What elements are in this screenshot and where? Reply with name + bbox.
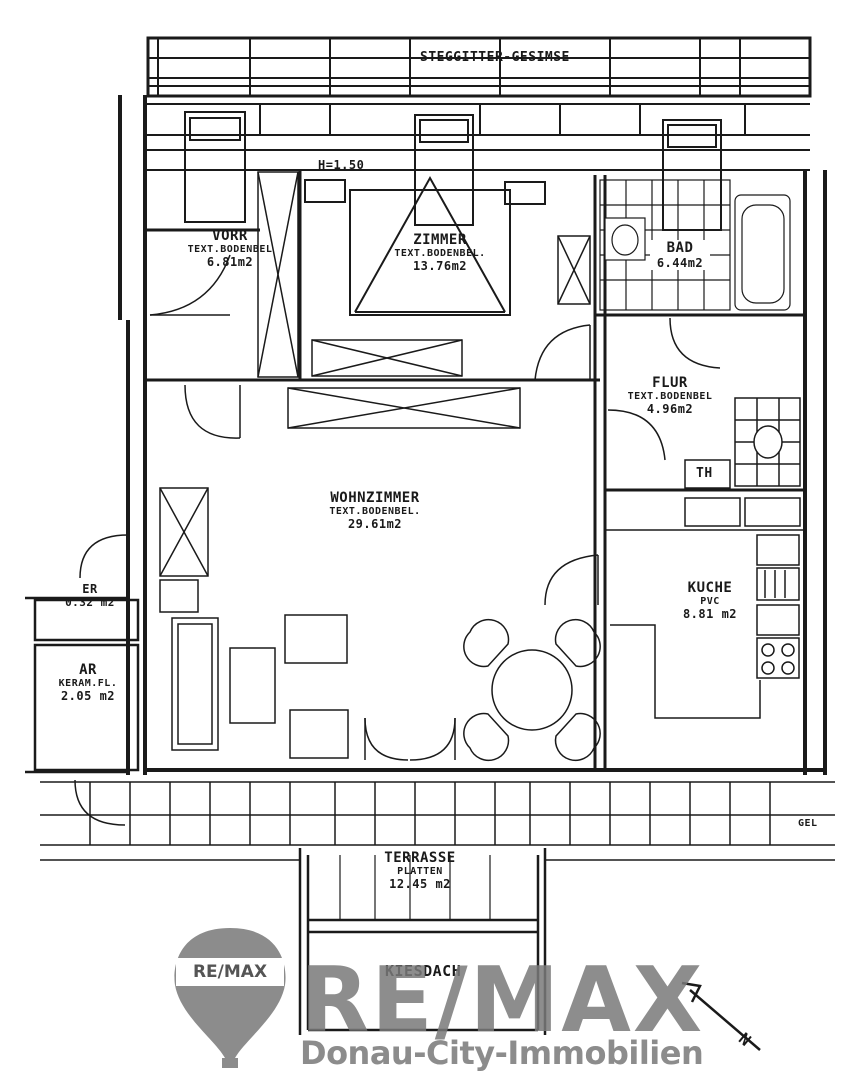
room-bad: BAD 6.44m2 xyxy=(650,240,710,270)
room-er: ER 0.32 m2 xyxy=(50,582,130,609)
interior-walls xyxy=(145,170,805,770)
remax-wordmark: RE/MAX xyxy=(300,948,705,1053)
room-area: 0.32 m2 xyxy=(65,596,115,609)
wardrobe-boxes xyxy=(159,171,591,577)
room-kueche: KUCHE PVC 8.81 m2 xyxy=(665,580,755,621)
storage-rooms xyxy=(25,596,140,774)
living-furniture xyxy=(159,579,601,762)
room-floor: TEXT.BODENBEL. xyxy=(329,506,421,517)
room-terrasse: TERRASSE PLATTEN 12.45 m2 xyxy=(350,850,490,891)
skylight-zimmer xyxy=(414,114,474,226)
room-area: 2.05 m2 xyxy=(60,689,116,703)
doors xyxy=(74,254,721,826)
fixture-label: TH xyxy=(696,466,713,481)
room-area: 12.45 m2 xyxy=(389,877,451,891)
room-area: 4.96m2 xyxy=(646,402,694,416)
room-area: 29.61m2 xyxy=(347,517,403,531)
terrace-band xyxy=(40,781,835,861)
corner-note: GEL xyxy=(798,818,818,829)
room-name: FLUR xyxy=(652,375,688,391)
terrace-extension xyxy=(298,848,547,1035)
room-floor: TEXT.BODENBEL. xyxy=(394,248,486,259)
dimension-label: H=1.50 xyxy=(318,158,365,172)
north-arrow-icon xyxy=(681,981,761,1051)
room-name: TERRASSE xyxy=(384,850,456,866)
room-vorr: VORR TEXT.BODENBEL 6.81m2 xyxy=(165,228,295,269)
outer-walls xyxy=(118,95,827,775)
top-roof-label: STEGGITTER-GESIMSE xyxy=(420,50,570,65)
skylight-bad xyxy=(662,119,722,231)
room-area: 6.81m2 xyxy=(206,255,254,269)
room-name: ER xyxy=(82,582,98,596)
window-band xyxy=(145,103,810,171)
room-floor: KERAM.FL. xyxy=(58,678,118,689)
room-zimmer: ZIMMER TEXT.BODENBEL. 13.76m2 xyxy=(375,232,505,273)
room-name: ZIMMER xyxy=(413,232,467,248)
kitchen-fixtures xyxy=(605,397,805,719)
top-roof-strip xyxy=(146,36,812,98)
room-area: 8.81 m2 xyxy=(682,607,738,621)
room-name: WOHNZIMMER xyxy=(330,490,420,506)
remax-balloon-icon xyxy=(174,928,286,1068)
room-name: BAD xyxy=(666,240,694,256)
room-name: VORR xyxy=(212,228,248,244)
room-ar: AR KERAM.FL. 2.05 m2 xyxy=(38,662,138,703)
bath-tiles xyxy=(599,179,791,311)
kiesdach-label: KIESDACH xyxy=(385,962,462,980)
room-floor: TEXT.BODENBEL xyxy=(627,391,713,402)
zimmer-bed xyxy=(304,175,546,316)
room-flur: FLUR TEXT.BODENBEL 4.96m2 xyxy=(615,375,725,416)
room-wohnzimmer: WOHNZIMMER TEXT.BODENBEL. 29.61m2 xyxy=(300,490,450,531)
room-name: AR xyxy=(79,662,97,678)
room-area: 13.76m2 xyxy=(412,259,468,273)
skylight-vorr xyxy=(184,111,246,223)
balloon-text: RE/MAX xyxy=(192,962,268,982)
agency-subtitle: Donau-City-Immobilien xyxy=(300,1034,704,1072)
room-name: KUCHE xyxy=(687,580,733,596)
room-floor: PVC xyxy=(700,596,720,607)
room-floor: PLATTEN xyxy=(397,866,443,877)
room-area: 6.44m2 xyxy=(656,256,704,270)
room-floor: TEXT.BODENBEL xyxy=(187,244,273,255)
